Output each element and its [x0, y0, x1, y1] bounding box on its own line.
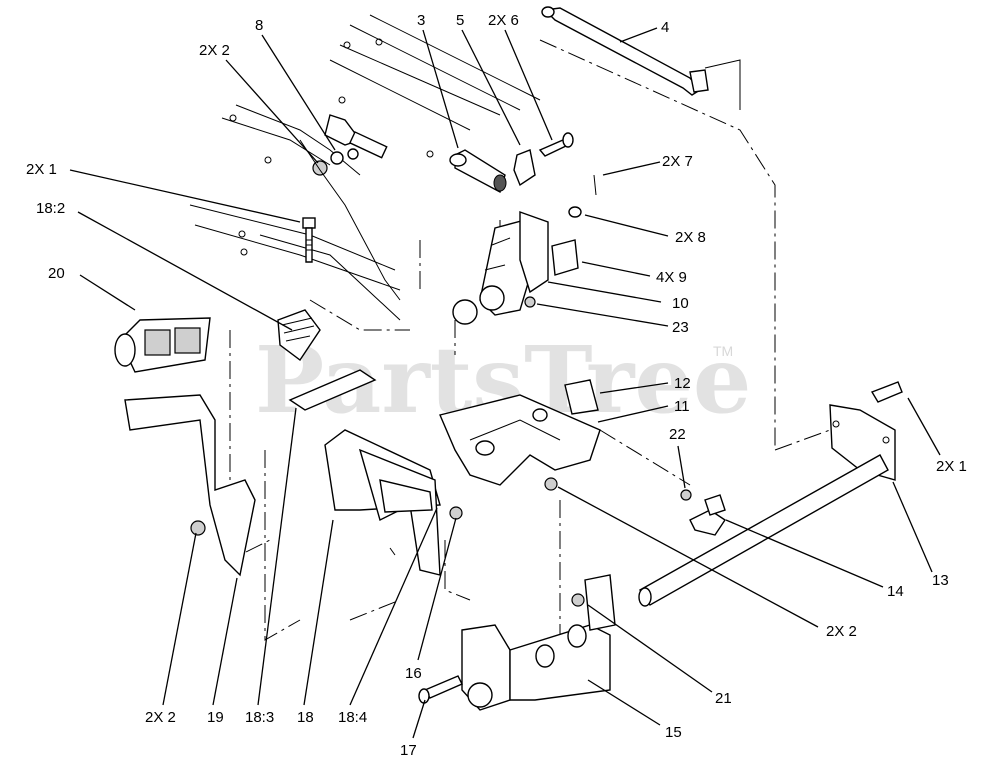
- label-19: 19: [207, 709, 224, 726]
- label-18-3: 18:3: [245, 709, 274, 726]
- label-18-2: 18:2: [36, 200, 65, 217]
- part-18-pedal: [277, 309, 463, 576]
- label-21: 21: [715, 690, 732, 707]
- label-2x2-bottom: 2X 2: [145, 709, 176, 726]
- label-13: 13: [932, 572, 949, 589]
- label-12: 12: [674, 375, 691, 392]
- label-2x7: 2X 7: [662, 153, 693, 170]
- label-23: 23: [672, 319, 689, 336]
- upper-linkage: [299, 114, 401, 301]
- label-16: 16: [405, 665, 422, 682]
- label-8: 8: [255, 17, 263, 34]
- part-4-rod: [541, 6, 741, 110]
- label-2x2-top: 2X 2: [199, 42, 230, 59]
- callout-labels: 8 2X 2 3 5 2X 6 4 2X 7 2X 1 18:2 2X 8 4X…: [26, 12, 967, 759]
- label-3: 3: [417, 12, 425, 29]
- label-2x1-left: 2X 1: [26, 161, 57, 178]
- leader-lines: [69, 27, 941, 739]
- label-5: 5: [456, 12, 464, 29]
- part-19-arm: [124, 394, 256, 577]
- bolt-2x1-left: [302, 217, 316, 263]
- part-13-shaft: [638, 381, 903, 607]
- part-15-bracket: [418, 574, 616, 711]
- part-14-fitting: [689, 494, 726, 536]
- label-2x2-mid: 2X 2: [826, 623, 857, 640]
- watermark-trademark: TM: [713, 343, 733, 359]
- label-14: 14: [887, 583, 904, 600]
- label-4x9: 4X 9: [656, 269, 687, 286]
- label-2x6: 2X 6: [488, 12, 519, 29]
- label-10: 10: [672, 295, 689, 312]
- part-11-bracket: [439, 379, 692, 501]
- label-4: 4: [661, 19, 669, 36]
- label-2x1-right: 2X 1: [936, 458, 967, 475]
- label-17: 17: [400, 742, 417, 759]
- label-22: 22: [669, 426, 686, 443]
- part-10-bracket: [452, 174, 597, 325]
- label-18-4: 18:4: [338, 709, 367, 726]
- label-20: 20: [48, 265, 65, 282]
- label-2x8: 2X 8: [675, 229, 706, 246]
- pin-and-clip: [449, 132, 574, 194]
- part-20-pad: [114, 317, 211, 373]
- label-18: 18: [297, 709, 314, 726]
- label-11: 11: [674, 398, 690, 415]
- label-15: 15: [665, 724, 682, 741]
